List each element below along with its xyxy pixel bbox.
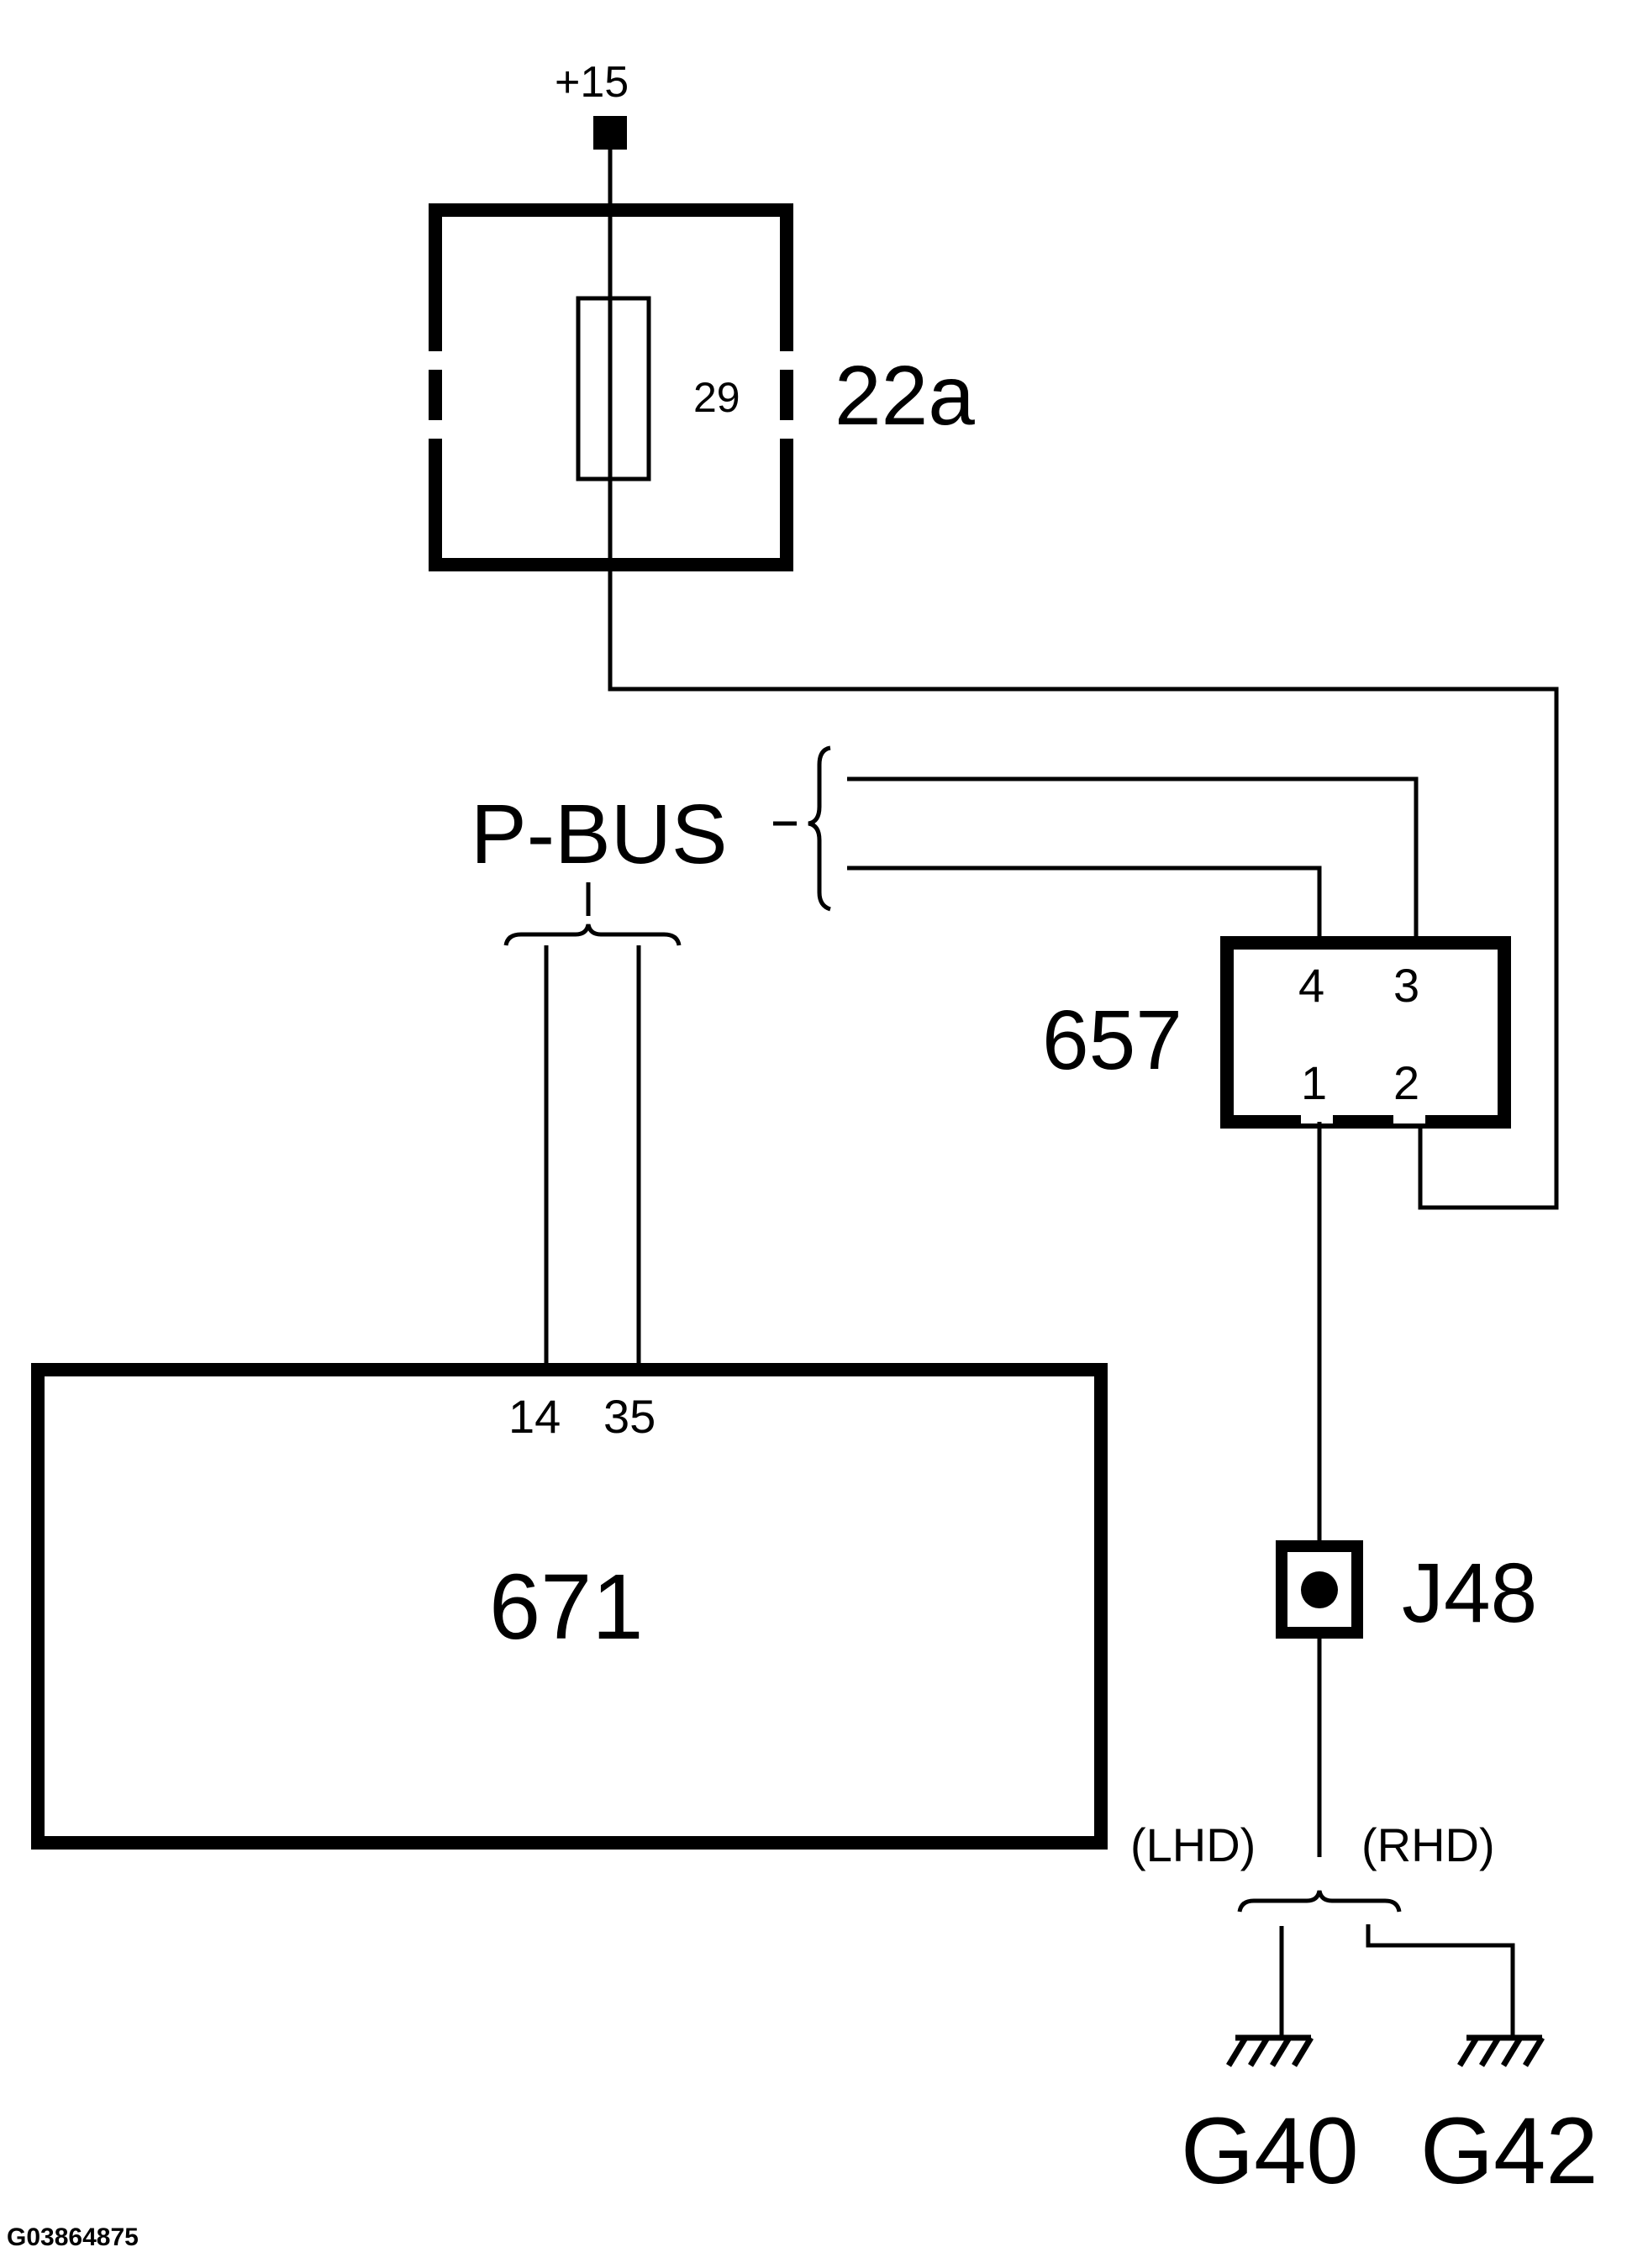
- ground-g42-label: G42: [1420, 2098, 1598, 2203]
- junction-j48: J48: [1276, 1540, 1537, 1640]
- pin-1-label: 1: [1301, 1056, 1327, 1109]
- pin-2-label: 2: [1393, 1056, 1419, 1109]
- fuse-box-label: 22a: [835, 349, 975, 443]
- pin-35-label: 35: [603, 1390, 656, 1443]
- ground-g42-icon: [1457, 2034, 1545, 2067]
- supply-terminal: +15: [555, 58, 629, 150]
- junction-label: J48: [1402, 1546, 1537, 1640]
- p-bus-wire-lower: [847, 866, 1322, 943]
- supply-label: +15: [555, 58, 629, 107]
- p-bus-wire-upper: [847, 776, 1419, 943]
- supply-wire: [608, 150, 1559, 1210]
- lhd-label: (LHD): [1130, 1818, 1256, 1871]
- pin-3-label: 3: [1393, 959, 1419, 1012]
- image-code: G03864875: [7, 2223, 139, 2251]
- ground-g40-icon: [1226, 2034, 1314, 2067]
- p-bus-bracket-right: [808, 745, 831, 912]
- p-bus-bracket-down: [503, 882, 682, 946]
- connector-657: 657 4 3 1 2: [1042, 936, 1511, 1129]
- connector-label: 657: [1042, 993, 1182, 1087]
- pin-14-label: 14: [508, 1390, 561, 1443]
- p-bus-group: P-BUS: [471, 745, 1419, 943]
- fuse-element: [576, 296, 651, 481]
- ground-g40-label: G40: [1181, 2098, 1359, 2203]
- p-bus-label: P-BUS: [471, 787, 728, 881]
- pin-4-label: 4: [1298, 959, 1324, 1012]
- module-label: 671: [489, 1555, 644, 1659]
- rhd-label: (RHD): [1361, 1818, 1495, 1871]
- fuse-number-label: 29: [693, 374, 740, 421]
- variant-split: (LHD) (RHD): [1130, 1818, 1515, 2038]
- module-671: 671 14 35: [31, 1363, 1108, 1850]
- fuse-box: 29 22a: [429, 203, 975, 571]
